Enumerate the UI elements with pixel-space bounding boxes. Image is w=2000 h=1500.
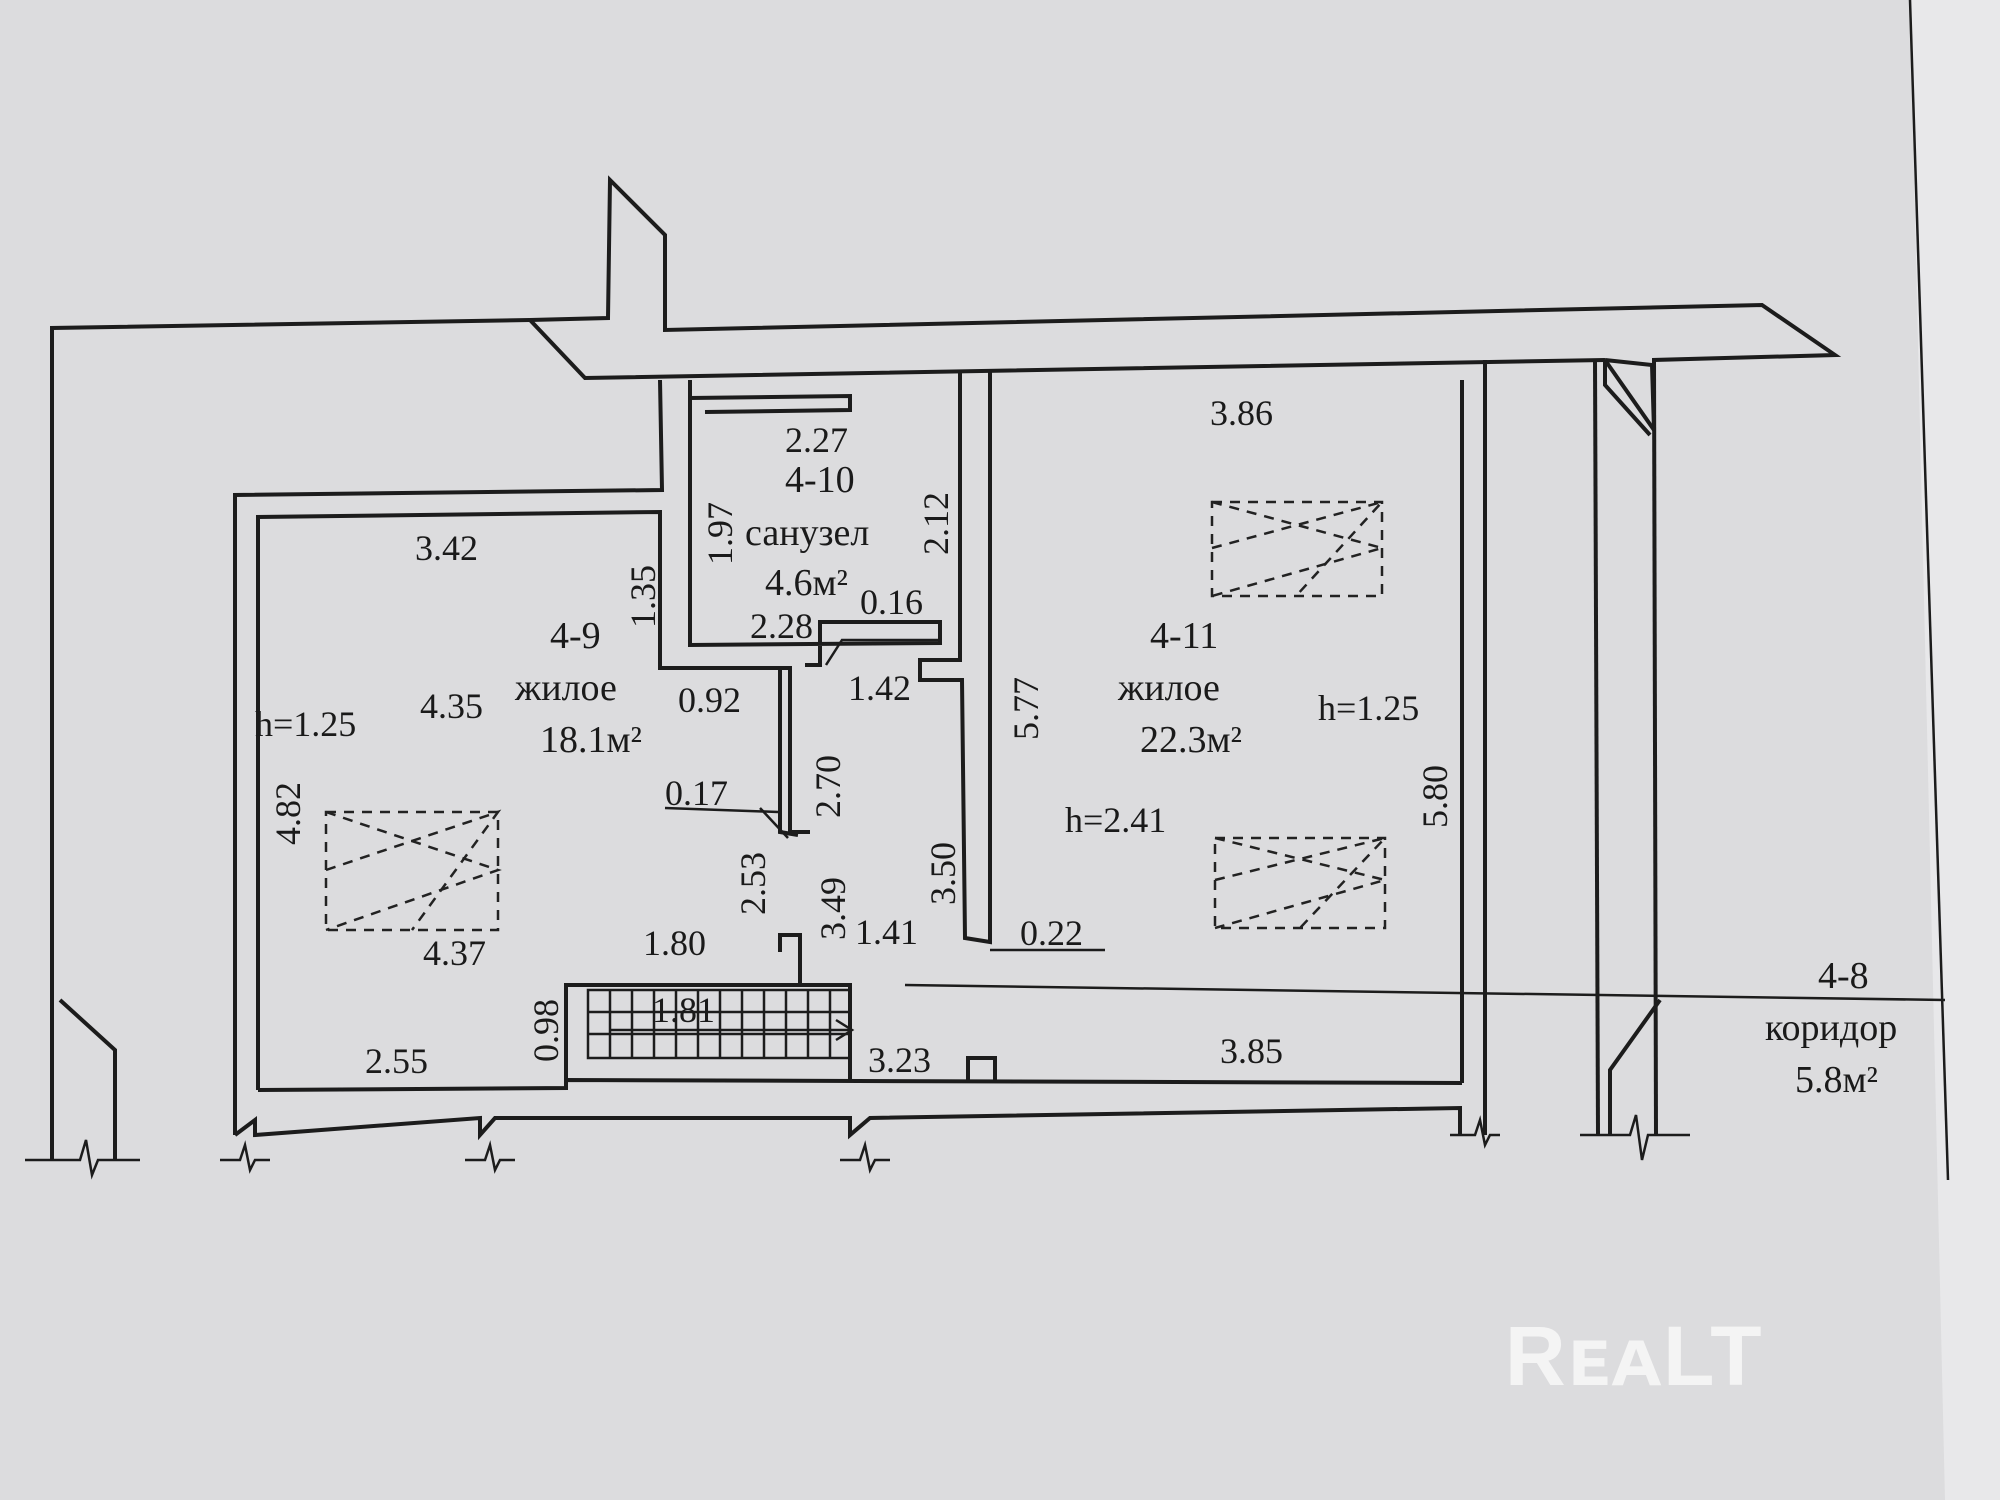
break-symbols [25,1114,1690,1180]
dim-2-27: 2.27 [785,420,848,460]
room-type-4-9: жилое [514,667,617,709]
dim-3-50: 3.50 [923,842,963,905]
sheet-border-line [1908,0,1950,1181]
dim-0-98: 0.98 [526,999,566,1062]
room-number-4-9: 4-9 [550,615,601,657]
dim-2-55: 2.55 [365,1041,428,1081]
room-type-4-8: коридор [1765,1007,1897,1049]
skylight-window-bottom-right [1213,835,1390,930]
room-number-4-11: 4-11 [1150,615,1218,657]
dim-0-22: 0.22 [1020,913,1083,953]
dim-2-28: 2.28 [750,606,813,646]
height-label-left: h=1.25 [255,704,356,744]
room-type-4-10: санузел [745,512,869,554]
dim-4-37: 4.37 [423,933,486,973]
skylight-window-top-right [1210,499,1387,598]
dim-0-17: 0.17 [665,773,728,813]
dim-5-80: 5.80 [1415,765,1455,828]
dim-4-82: 4.82 [268,782,308,845]
dim-4-35: 4.35 [420,686,483,726]
dim-1-35: 1.35 [623,565,663,628]
realt-watermark-logo: RᴇᴀLT [1505,1309,1764,1403]
room-area-4-8: 5.8м² [1795,1059,1878,1101]
room-area-4-11: 22.3м² [1140,719,1242,761]
dim-3-86: 3.86 [1210,393,1273,433]
dim-3-23: 3.23 [868,1040,931,1080]
room-number-4-10: 4-10 [785,459,855,501]
staircase [586,988,855,1060]
dim-3-49: 3.49 [813,877,853,940]
skylight-window-left [324,809,502,932]
dim-1-42: 1.42 [848,668,911,708]
leader-lines [664,638,1105,952]
dim-3-42: 3.42 [415,528,478,568]
dim-0-16: 0.16 [860,582,923,622]
height-label-right: h=1.25 [1318,688,1419,728]
room-number-4-8: 4-8 [1818,955,1869,997]
room-area-4-9: 18.1м² [540,719,642,761]
dim-1-81: 1.81 [652,990,715,1030]
corridor-leader-line [904,983,1946,1002]
dim-1-97: 1.97 [700,502,740,565]
dim-5-77: 5.77 [1006,677,1046,740]
dim-0-92: 0.92 [678,680,741,720]
dim-1-80: 1.80 [643,923,706,963]
room-area-4-10: 4.6м² [765,562,848,604]
dim-2-70: 2.70 [808,755,848,818]
room-type-4-11: жилое [1117,667,1220,709]
dim-2-12: 2.12 [916,492,956,555]
dim-1-41: 1.41 [855,912,918,952]
dim-3-85: 3.85 [1220,1031,1283,1071]
height-label-center: h=2.41 [1065,800,1166,840]
dim-2-53: 2.53 [733,852,773,915]
outer-walls [50,175,1842,1160]
